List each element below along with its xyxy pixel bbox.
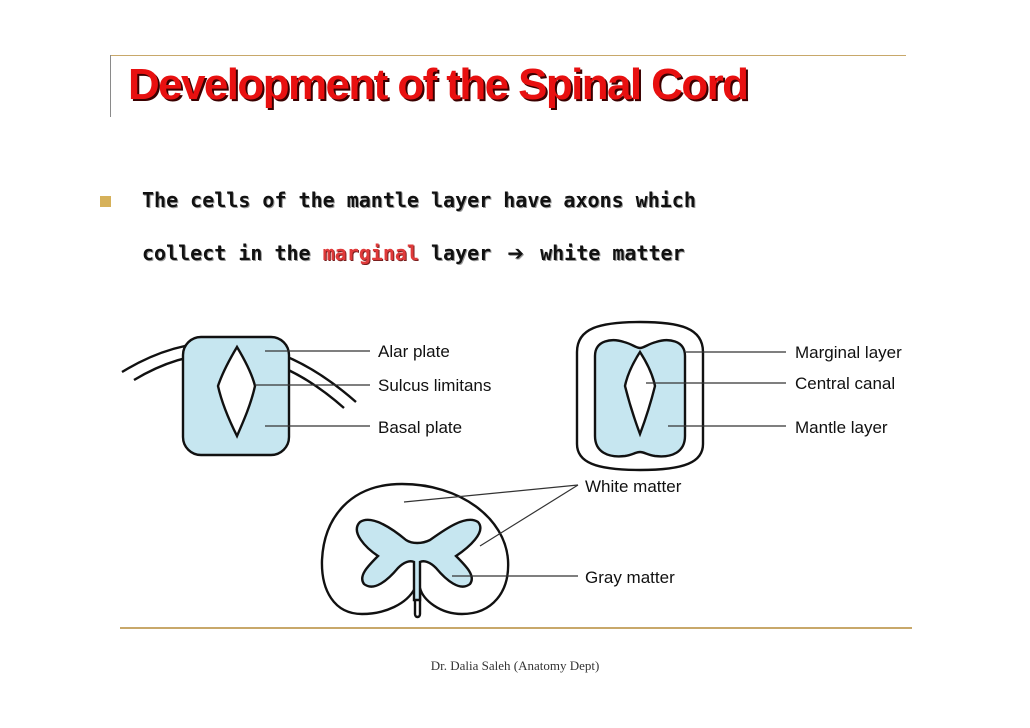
label-sulcus-limitans: Sulcus limitans (378, 376, 491, 395)
label-basal-plate: Basal plate (378, 418, 462, 437)
gray-matter-butterfly (355, 518, 482, 602)
bullet-text-white-matter: white matter (540, 241, 685, 265)
arrow-right-icon: ➔ (507, 241, 525, 265)
footer-credit: Dr. Dalia Saleh (Anatomy Dept) (430, 658, 600, 673)
bullet-square-icon (100, 196, 111, 207)
label-alar-plate: Alar plate (378, 342, 450, 361)
title-rule-left (110, 55, 111, 117)
bullet-line-1: The cells of the mantle layer have axons… (142, 188, 696, 212)
bullet-text-layer: layer (431, 241, 492, 265)
neural-canal-diamond (216, 344, 257, 439)
leader-white-matter-right (479, 484, 579, 547)
label-white-matter: White matter (585, 477, 682, 496)
bullet-text-pre: collect in the (142, 241, 311, 265)
slide-title: Development of the Spinal Cord (128, 60, 749, 109)
spinal-cord-cross-section: White matter Gray matter (320, 477, 682, 619)
label-marginal-layer: Marginal layer (795, 343, 902, 362)
neural-tube-layered: Marginal layer Central canal Mantle laye… (575, 320, 902, 472)
label-central-canal: Central canal (795, 374, 895, 393)
bullet-line-2: collect in the marginal layer ➔ white ma… (142, 241, 685, 265)
label-mantle-layer: Mantle layer (795, 418, 888, 437)
footer-rule (120, 627, 912, 629)
title-rule-top (110, 55, 906, 56)
central-canal (623, 349, 657, 438)
bullet-highlight-marginal: marginal (322, 241, 419, 265)
neural-tube-early: Alar plate Sulcus limitans Basal plate (121, 335, 491, 457)
label-gray-matter: Gray matter (585, 568, 675, 587)
leader-white-matter-left (403, 484, 579, 503)
